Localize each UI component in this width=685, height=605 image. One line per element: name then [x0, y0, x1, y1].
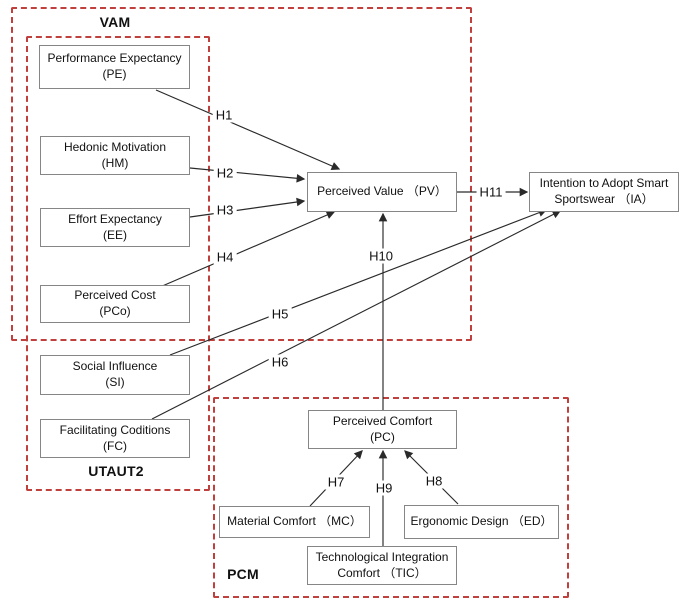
node-intention-to-adopt: Intention to Adopt Smart Sportswear （IA）: [529, 172, 679, 212]
h3-label: H3: [213, 202, 237, 218]
pcm-frame: [213, 397, 569, 598]
node-perceived-value-line1: Perceived Value （PV）: [317, 184, 447, 199]
node-performance-expectancy: Performance Expectancy (PE): [39, 45, 190, 89]
node-perceived-cost: Perceived Cost (PCo): [40, 285, 190, 323]
node-performance-expectancy-line2: (PE): [102, 67, 127, 81]
node-perceived-value: Perceived Value （PV）: [307, 172, 457, 212]
node-hedonic-motivation-line1: Hedonic Motivation: [63, 139, 167, 154]
node-perceived-comfort: Perceived Comfort (PC): [308, 410, 457, 449]
vam-label: VAM: [99, 14, 131, 30]
node-effort-expectancy-line1: Effort Expectancy: [68, 211, 162, 226]
utaut2-label: UTAUT2: [88, 463, 144, 479]
node-intention-to-adopt-line2: Sportswear （IA）: [554, 192, 654, 206]
node-hedonic-motivation: Hedonic Motivation (HM): [40, 136, 190, 175]
node-material-comfort: Material Comfort （MC）: [219, 506, 370, 538]
node-technological-integration-comfort: Technological Integration Comfort （TIC）: [307, 546, 457, 585]
node-perceived-comfort-line2: (PC): [370, 429, 395, 444]
node-perceived-comfort-line1: Perceived Comfort: [332, 413, 433, 428]
h8-label: H8: [422, 473, 446, 489]
vam-frame: [11, 7, 472, 341]
h1-arrow-pe-to-pv: [155, 89, 341, 171]
node-intention-to-adopt-line1: Intention to Adopt Smart: [539, 176, 669, 191]
node-perceived-cost-line2: (PCo): [99, 304, 131, 318]
node-technological-integration-comfort-line2: Comfort （TIC）: [337, 565, 427, 580]
h5-label: H5: [268, 306, 292, 322]
h2-label: H2: [213, 165, 237, 181]
h10-label: H10: [366, 248, 396, 264]
h3-arrow-ee-to-pv: [189, 197, 306, 218]
node-effort-expectancy-line2: (EE): [103, 227, 127, 242]
h5-arrow-si-to-ia: [169, 208, 548, 356]
h2-arrow-hm-to-pv: [189, 167, 306, 183]
h6-arrow-fc-to-ia: [151, 210, 562, 420]
node-performance-expectancy-line1: Performance Expectancy: [47, 51, 182, 66]
node-facilitating-conditions-line1: Facilitating Coditions: [59, 422, 171, 437]
node-perceived-cost-line1: Perceived Cost: [74, 288, 156, 303]
node-social-influence: Social Influence (SI): [40, 355, 190, 395]
node-technological-integration-comfort-line1: Technological Integration: [315, 549, 449, 564]
h7-label: H7: [324, 474, 348, 490]
utaut2-frame: [26, 36, 210, 491]
h4-arrow-pco-to-pv: [159, 210, 336, 288]
pcm-label: PCM: [227, 566, 259, 582]
node-material-comfort-line1: Material Comfort （MC）: [227, 514, 362, 529]
node-social-influence-line2: (SI): [105, 375, 125, 389]
node-facilitating-conditions: Facilitating Coditions (FC): [40, 419, 190, 458]
node-effort-expectancy: Effort Expectancy (EE): [40, 208, 190, 247]
h4-label: H4: [213, 249, 237, 265]
h9-label: H9: [372, 480, 396, 496]
node-facilitating-conditions-line2: (FC): [103, 438, 127, 453]
h6-label: H6: [268, 354, 292, 370]
node-hedonic-motivation-line2: (HM): [101, 155, 129, 170]
node-ergonomic-design: Ergonomic Design （ED）: [404, 505, 559, 539]
h11-label: H11: [476, 184, 506, 200]
node-social-influence-line1: Social Influence: [72, 359, 158, 374]
node-ergonomic-design-line1: Ergonomic Design （ED）: [410, 514, 553, 529]
h1-label: H1: [212, 107, 236, 123]
